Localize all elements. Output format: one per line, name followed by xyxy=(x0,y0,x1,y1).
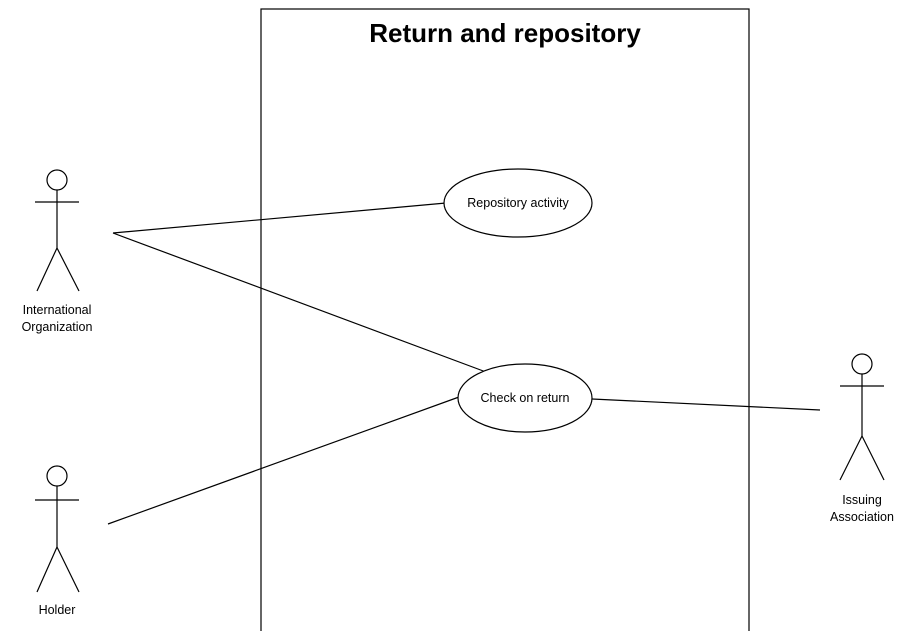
use-case-label: Repository activity xyxy=(467,196,569,210)
actor-holder[interactable]: Holder xyxy=(35,465,80,617)
associations xyxy=(107,202,821,525)
actor-issuing-association[interactable]: Issuing Association xyxy=(830,353,894,524)
actor-label: Association xyxy=(830,510,894,524)
stick-figure-icon xyxy=(35,169,80,292)
use-case-label: Check on return xyxy=(481,391,570,405)
use-case-check-on-return[interactable]: Check on return xyxy=(457,363,593,433)
association-intl-org-repository xyxy=(112,202,447,234)
use-case-ellipse xyxy=(443,168,593,238)
actor-label: International xyxy=(23,303,92,317)
association-issuing-check-return xyxy=(591,398,821,411)
actor-label: Issuing xyxy=(842,493,882,507)
association-holder-check-return xyxy=(107,396,460,525)
system-boundary: Return and repository xyxy=(260,8,750,631)
stick-figure-icon xyxy=(35,465,80,593)
use-case-ellipse xyxy=(457,363,593,433)
actor-international-organization[interactable]: International Organization xyxy=(22,169,93,334)
use-case-repository-activity[interactable]: Repository activity xyxy=(443,168,593,238)
system-title: Return and repository xyxy=(369,18,641,48)
association-intl-org-check-return xyxy=(112,232,487,373)
actor-label: Holder xyxy=(39,603,76,617)
actor-label: Organization xyxy=(22,320,93,334)
stick-figure-icon xyxy=(839,353,885,481)
system-boundary-rect xyxy=(260,8,750,631)
